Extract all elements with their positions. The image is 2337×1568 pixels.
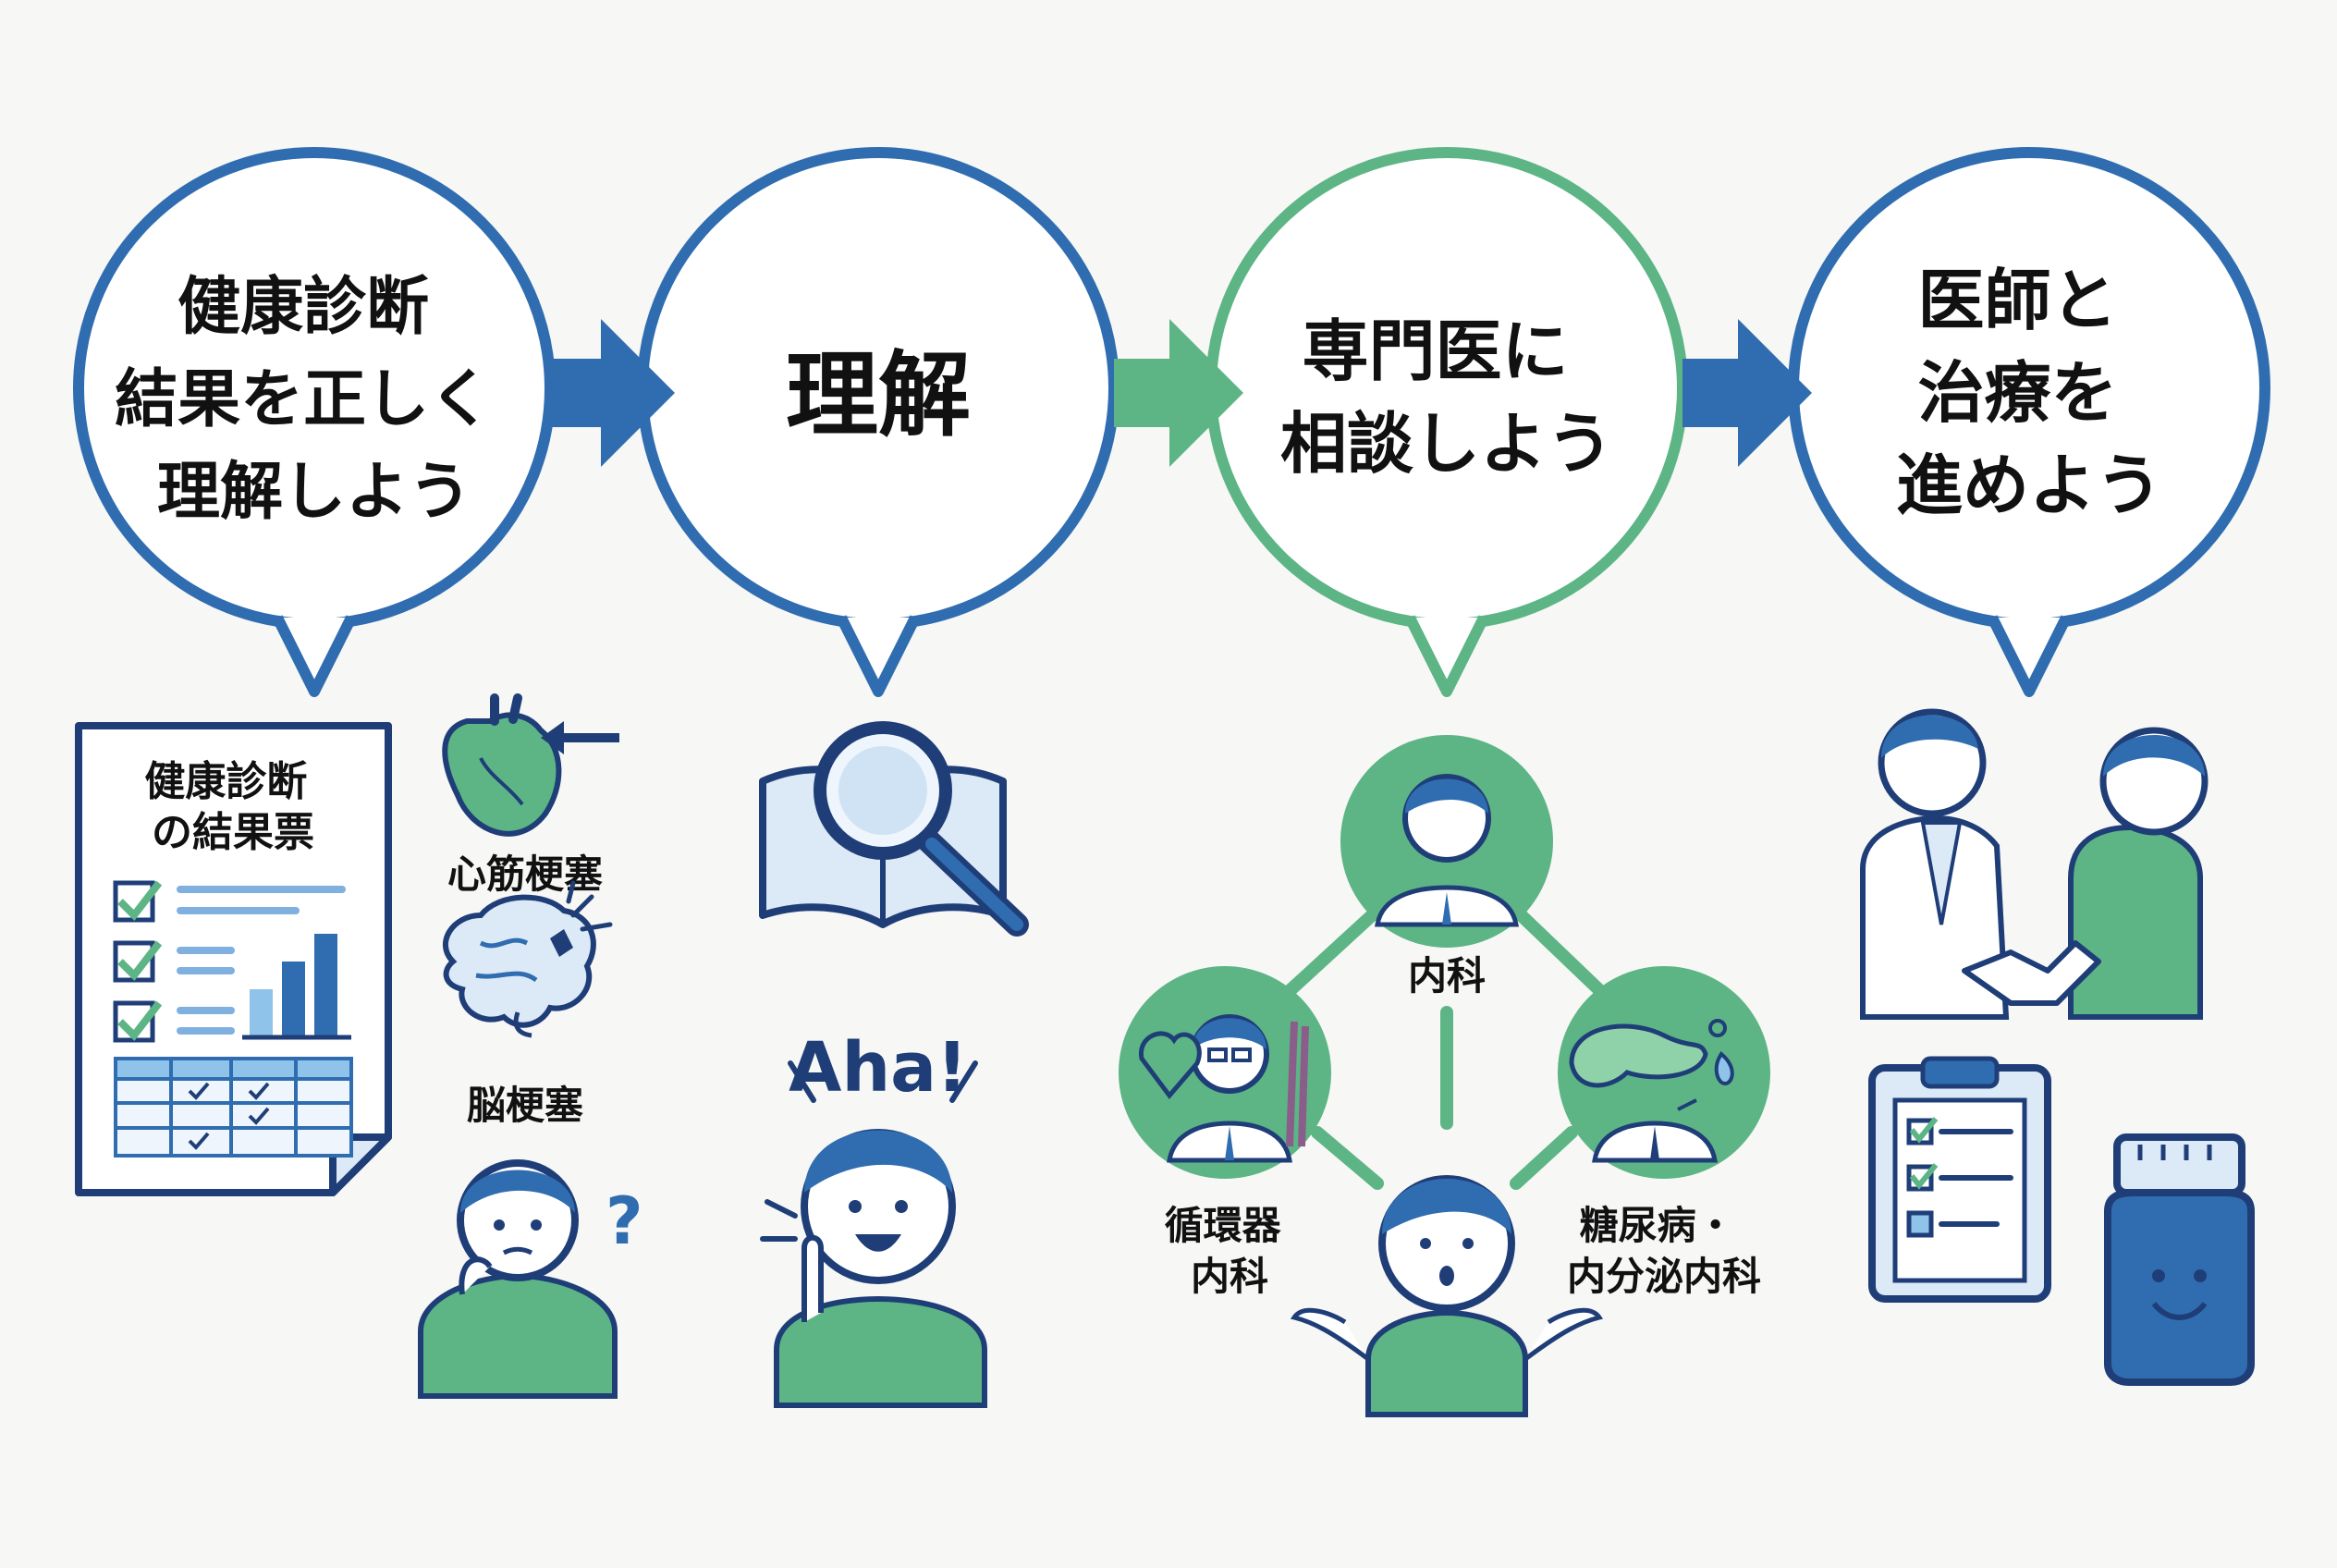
checkbox-icon — [113, 880, 163, 1043]
bar-chart-icon — [242, 934, 351, 1040]
step-2-bubble: 理解 — [637, 147, 1120, 697]
endocrinology-node — [1558, 966, 1770, 1179]
confused-person-icon: ? — [418, 1163, 643, 1399]
internal-medicine-label: 内科 — [1408, 953, 1486, 998]
endocrinology-label-line-2: 内分泌内科 — [1567, 1254, 1761, 1299]
svg-text:健康診断 の結果票: 健康診断 の結果票 — [144, 758, 321, 856]
arrow-icon — [1114, 319, 1243, 467]
arrow-icon — [545, 319, 675, 467]
brain-condition-label: 脳梗塞 — [467, 1083, 583, 1128]
arrow-icon — [1682, 319, 1812, 467]
aha-exclamation: Aha! — [789, 1028, 968, 1108]
happy-person-icon — [774, 1129, 987, 1408]
svg-text:医師と 治療を 進めよう: 医師と 治療を 進めよう — [1896, 262, 2162, 524]
heart-icon — [442, 693, 619, 837]
step-1-line-1: 健康診断 — [177, 271, 429, 344]
step-1-line-2: 結果を正しく — [115, 363, 492, 436]
clipboard-icon — [1868, 1056, 2051, 1303]
heart-condition-label: 心筋梗塞 — [447, 851, 603, 897]
endocrinology-label-line-1: 糖尿病・ — [1580, 1203, 1735, 1248]
step-2-title: 理解 — [786, 341, 971, 449]
step-4-line-2: 治療を — [1917, 354, 2117, 432]
health-report-document-icon: 健康診断 の結果票 — [75, 722, 392, 1196]
report-title-line-2: の結果票 — [152, 809, 314, 856]
step-1-bubble: 健康診断 結果を正しく 理解しよう — [73, 147, 556, 697]
brain-icon — [443, 880, 613, 1038]
internal-medicine-node — [1340, 735, 1553, 948]
step-4-line-3: 進めよう — [1896, 447, 2162, 524]
results-table — [114, 1057, 353, 1158]
svg-text:循環器 内科: 循環器 内科 — [1165, 1203, 1295, 1299]
question-mark-icon: ? — [606, 1183, 643, 1259]
cardiology-node — [1119, 966, 1331, 1179]
step-3-line-1: 専門医に — [1302, 312, 1568, 390]
step-3-bubble: 専門医に 相談しよう — [1205, 147, 1688, 697]
handshake-icon — [1962, 940, 2101, 1006]
cardiology-label-line-2: 内科 — [1191, 1254, 1268, 1299]
magnifier-icon — [814, 721, 1029, 937]
aha-burst-icon — [760, 1060, 978, 1242]
patient-icon — [2068, 727, 2209, 1020]
step-4-line-1: 医師と — [1917, 262, 2117, 339]
medicine-bottle-icon — [2104, 1133, 2255, 1386]
step-1-line-3: 理解しよう — [157, 456, 471, 529]
step-3-line-2: 相談しよう — [1280, 405, 1613, 483]
heart-icon — [1139, 1031, 1202, 1099]
report-title-line-1: 健康診断 — [144, 758, 307, 805]
svg-text:糖尿病・ 内分泌内科: 糖尿病・ 内分泌内科 — [1567, 1203, 1761, 1299]
cardiology-label-line-1: 循環器 — [1165, 1203, 1282, 1248]
step-4-bubble: 医師と 治療を 進めよう — [1788, 147, 2270, 697]
pancreas-icon — [1569, 1023, 1708, 1088]
svg-text:専門医に 相談しよう: 専門医に 相談しよう — [1280, 312, 1613, 483]
svg-text:健康診断 結果を正しく 理解しよう: 健康診断 結果を正しく 理解しよう — [115, 271, 514, 529]
questioning-person-icon — [1290, 1175, 1604, 1417]
